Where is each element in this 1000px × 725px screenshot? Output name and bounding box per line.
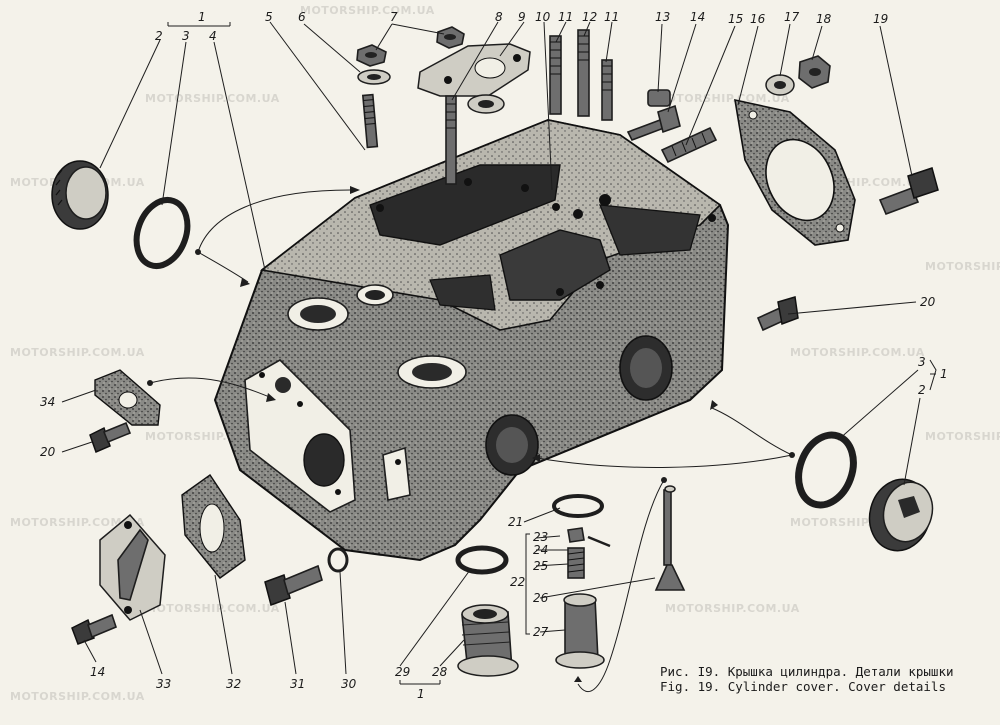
valve-spindle-part-26	[654, 485, 686, 591]
caption-russian: Рис. I9. Крышка цилиндра. Детали крышки	[660, 664, 954, 679]
callout-2-right: 2	[918, 383, 926, 397]
nut-part-18	[798, 55, 831, 89]
gasket-part-34	[94, 369, 161, 426]
arrowheads	[147, 186, 795, 682]
callout-25: 25	[533, 559, 548, 573]
plug-part-2	[51, 160, 109, 230]
callout-27: 27	[533, 625, 549, 639]
nuts-part-7	[356, 26, 465, 67]
bolt-part-14-bottom	[71, 613, 117, 645]
callout-18: 18	[816, 12, 832, 26]
figure-caption: Рис. I9. Крышка цилиндра. Детали крышки …	[660, 664, 990, 694]
washer-part-6	[357, 69, 391, 85]
callout-1-right: 1	[940, 367, 948, 381]
callout-2: 2	[155, 29, 163, 43]
callout-3-right: 3	[918, 355, 926, 369]
caption-english: Fig. 19. Cylinder cover. Cover details	[660, 679, 946, 694]
bush-part-28	[457, 604, 519, 677]
watermark-text: MOTORSHIP.COM.UA	[145, 602, 280, 615]
gasket-part-9	[417, 43, 531, 97]
callout-24: 24	[533, 543, 548, 557]
watermark-text: MOTORSHIP.COM.UA	[10, 346, 145, 359]
cover-plate-part-33	[99, 513, 166, 621]
bolt-part-31	[264, 564, 323, 606]
callout-14a: 14	[690, 10, 705, 24]
washer-part-17	[765, 74, 795, 96]
callout-14b: 14	[90, 665, 105, 679]
callout-19: 19	[873, 12, 888, 26]
callout-15: 15	[728, 12, 743, 26]
washer-part-9b	[467, 94, 505, 114]
callout-4: 4	[209, 29, 217, 43]
callout-6: 6	[298, 10, 306, 24]
callout-21: 21	[508, 515, 523, 529]
callout-22: 22	[510, 575, 525, 589]
watermark-text: MOTORSHIP.COM.UA	[300, 4, 435, 17]
callout-16: 16	[750, 12, 766, 26]
callout-28: 28	[432, 665, 448, 679]
callout-1b: 1	[417, 687, 425, 701]
studs-part-11-12	[549, 29, 613, 121]
callout-26: 26	[533, 591, 549, 605]
callout-29: 29	[395, 665, 410, 679]
nut-part-13	[647, 89, 671, 107]
ring-part-30	[327, 547, 349, 573]
callout-34: 34	[40, 395, 55, 409]
callout-1: 1	[198, 10, 206, 24]
bolt-part-19	[878, 167, 939, 216]
callout-30: 30	[341, 677, 357, 691]
callout-9: 9	[518, 10, 526, 24]
callout-10: 10	[535, 10, 551, 24]
cylinder-cover-body	[213, 118, 730, 562]
valve-part-23-27	[555, 527, 611, 669]
callout-8: 8	[495, 10, 503, 24]
plug-part-2-right	[868, 478, 934, 552]
callout-3: 3	[182, 29, 190, 43]
ring-part-3-right	[795, 431, 857, 509]
watermark-text: MOTORSHIP.COM.UA	[10, 690, 145, 703]
stud-part-5	[361, 93, 379, 149]
callout-7: 7	[390, 10, 398, 24]
bolt-part-20-left	[89, 421, 132, 454]
gasket-part-32	[181, 474, 246, 579]
callout-20a: 20	[920, 295, 936, 309]
stud-part-15	[660, 126, 718, 164]
gasket-part-16	[734, 98, 856, 246]
callout-13: 13	[655, 10, 670, 24]
bolt-part-14	[626, 104, 681, 142]
sealing-ring-part-3	[133, 197, 191, 269]
watermark-text: MOTORSHIP.COM.UA	[655, 92, 790, 105]
stud-holes	[376, 178, 716, 296]
ring-part-21	[552, 494, 604, 518]
ring-part-29	[455, 545, 509, 575]
callout-5: 5	[265, 10, 273, 24]
callout-12: 12	[582, 10, 597, 24]
watermark-text: MOTORSHIP.COM.UA	[145, 92, 280, 105]
callout-11b: 11	[604, 10, 619, 24]
watermark-text: MOTORSHIP.COM.UA	[925, 260, 1000, 273]
bolt-part-20-right	[756, 296, 799, 332]
callout-31: 31	[290, 677, 305, 691]
watermark-text: MOTORSHIP.COM.UA	[665, 602, 800, 615]
callout-33: 33	[156, 677, 171, 691]
callout-labels: 1 2 3 4 5 6 7 8 9 10 11 12 11 13 14 15 1…	[40, 10, 948, 701]
watermark-text: MOTORSHIP.COM.UA	[925, 430, 1000, 443]
callout-11a: 11	[558, 10, 573, 24]
callout-17: 17	[784, 10, 800, 24]
callout-32: 32	[226, 677, 241, 691]
bracket	[382, 446, 411, 501]
stud-part-8	[445, 95, 457, 185]
callout-23: 23	[533, 530, 548, 544]
leader-lines	[61, 21, 937, 693]
watermark-text: MOTORSHIP.COM.UA	[790, 346, 925, 359]
watermark-text: MOTORSHIP.COM.UA	[10, 516, 145, 529]
callout-20b: 20	[40, 445, 56, 459]
